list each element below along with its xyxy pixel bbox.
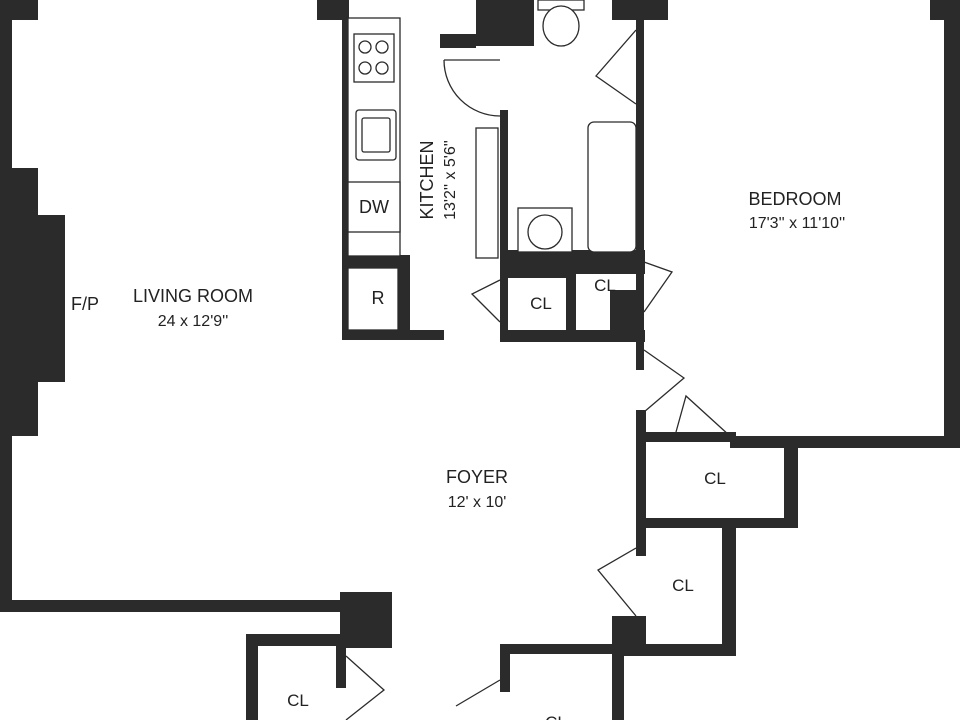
burner-icon <box>375 61 389 75</box>
bath-fixtures <box>517 0 637 253</box>
burner-icon <box>375 40 389 54</box>
foyer-closet-top-wall <box>636 432 736 442</box>
bedroom-west-wall <box>636 20 644 370</box>
south-column <box>340 592 392 648</box>
burner-icon <box>358 40 372 54</box>
living-room-dims: 24 x 12'9'' <box>158 313 229 330</box>
kitchen-south-wall <box>342 330 444 340</box>
refrigerator <box>347 267 399 331</box>
bath-closet-right-label: CL <box>594 276 616 295</box>
kitchen-counter-divider <box>342 255 410 269</box>
kitchen-label: KITCHEN 13'2'' x 5'6'' <box>417 140 459 220</box>
foyer-closet-east-wall <box>784 436 798 528</box>
bottom-left-closet-door <box>345 655 386 720</box>
fridge-east-wall <box>398 255 410 340</box>
bottom-closet-west-wall <box>246 634 258 720</box>
foyer-closet-mid-wall <box>636 518 798 528</box>
doors <box>345 29 731 720</box>
top-wall-stub-kitchen <box>317 0 349 20</box>
kitchen-pass-through <box>475 127 499 259</box>
bath-door <box>443 59 501 117</box>
bath-west-wall <box>500 110 508 342</box>
bedroom-closet-column <box>610 290 644 342</box>
bedroom-dims: 17'3'' x 11'10'' <box>749 215 845 232</box>
bottom-left-closet-label: CL <box>287 691 309 710</box>
kitchen-dims: 13'2'' x 5'6'' <box>442 140 459 220</box>
bottom-center-closet-label: CL <box>545 713 567 720</box>
top-left-wall-stub <box>0 0 38 20</box>
foyer-closet-upper-label: CL <box>704 469 726 488</box>
kitchen-sink-basin <box>361 117 391 153</box>
toilet-icon <box>542 5 580 47</box>
bath-closet-left-door <box>470 279 501 323</box>
closet-divider <box>566 260 576 342</box>
dishwasher-label: DW <box>359 197 389 217</box>
labels: LIVING ROOM 24 x 12'9'' F/P KITCHEN 13'2… <box>71 140 845 720</box>
stove <box>353 33 395 83</box>
fireplace-chimney <box>0 168 65 436</box>
closet-top-wall <box>500 268 576 278</box>
bottom-closet-top-wall <box>246 634 344 646</box>
fireplace-label: F/P <box>71 294 99 314</box>
lower-closet-west-wall-top <box>636 518 646 556</box>
kitchen-name: KITCHEN <box>417 140 437 219</box>
foyer-closet-west-wall-upper <box>636 410 646 530</box>
foyer-dims: 12' x 10' <box>448 494 507 511</box>
foyer-closet-upper-door <box>675 394 731 437</box>
bath-closet-left-label: CL <box>530 294 552 313</box>
lower-closet-bottom-wall <box>612 644 736 656</box>
bottom-center-closet-top-wall <box>500 644 624 654</box>
bath-closet-right-door <box>643 261 674 313</box>
kitchen-west-wall <box>342 0 348 340</box>
living-south-wall <box>0 600 345 612</box>
bedroom-closet-door-upper <box>595 29 637 105</box>
bedroom-name: BEDROOM <box>748 189 841 209</box>
foyer-closet-lower-door <box>597 547 637 617</box>
bath-sink-icon <box>527 214 563 250</box>
bottom-center-closet-west-wall <box>500 644 510 692</box>
foyer-name: FOYER <box>446 467 508 487</box>
refrigerator-label: R <box>372 288 385 308</box>
living-room-name: LIVING ROOM <box>133 286 253 306</box>
bedroom-south-wall <box>730 436 960 448</box>
bottom-center-closet-door <box>455 679 501 707</box>
top-wall-stub-bedroom <box>612 0 668 20</box>
lower-closet-east-wall <box>722 518 736 656</box>
bottom-closet-east-wall <box>336 634 346 688</box>
bath-door-head <box>440 34 476 48</box>
burner-icon <box>358 61 372 75</box>
bedroom-east-wall <box>944 0 960 448</box>
bathtub <box>587 121 637 253</box>
bedroom-entry-door <box>643 349 686 413</box>
bath-column <box>476 0 534 46</box>
bottom-east-wall <box>612 644 624 720</box>
foyer-closet-lower-label: CL <box>672 576 694 595</box>
kitchen-fixtures <box>347 17 499 331</box>
dishwasher <box>347 181 401 233</box>
